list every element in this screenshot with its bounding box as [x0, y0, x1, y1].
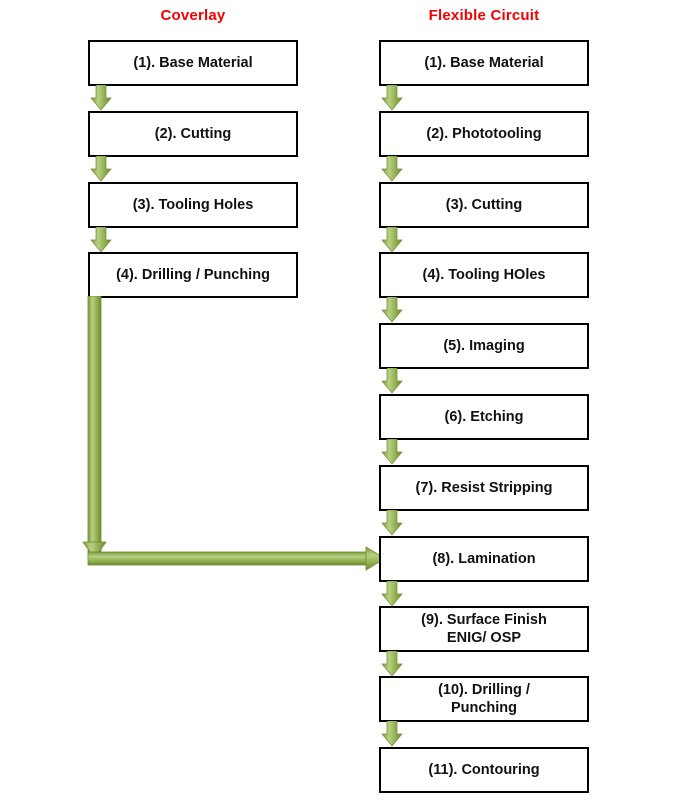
process-node-flex-2[interactable]: (2). Phototooling [379, 111, 589, 157]
arrow-flex-8-to-9 [381, 581, 403, 607]
node-label: (3). Tooling Holes [132, 196, 254, 213]
arrow-coverlay-3-to-4 [90, 227, 112, 253]
arrow-flex-7-to-8 [381, 510, 403, 536]
process-node-flex-4[interactable]: (4). Tooling HOles [379, 252, 589, 298]
node-label: (2). Cutting [154, 125, 232, 142]
node-label: (1). Base Material [133, 54, 253, 71]
process-node-flex-10[interactable]: (10). Drilling / Punching [379, 676, 589, 722]
process-node-coverlay-3[interactable]: (3). Tooling Holes [88, 182, 298, 228]
node-label: (8). Lamination [432, 550, 536, 567]
node-label-line-2: ENIG/ OSP [446, 630, 522, 646]
arrow-flex-6-to-7 [381, 439, 403, 465]
arrow-flex-2-to-3 [381, 156, 403, 182]
arrow-flex-10-to-11 [381, 721, 403, 747]
arrow-flex-1-to-2 [381, 85, 403, 111]
process-node-flex-6[interactable]: (6). Etching [379, 394, 589, 440]
column-header-coverlay: Coverlay [160, 7, 226, 24]
arrow-flex-3-to-4 [381, 227, 403, 253]
process-node-flex-5[interactable]: (5). Imaging [379, 323, 589, 369]
process-node-coverlay-2[interactable]: (2). Cutting [88, 111, 298, 157]
arrow-coverlay-2-to-3 [90, 156, 112, 182]
process-node-flex-1[interactable]: (1). Base Material [379, 40, 589, 86]
arrow-flex-4-to-5 [381, 297, 403, 323]
arrow-flex-9-to-10 [381, 651, 403, 677]
process-node-coverlay-4[interactable]: (4). Drilling / Punching [88, 252, 298, 298]
node-label: (2). Phototooling [426, 125, 542, 142]
process-node-flex-8[interactable]: (8). Lamination [379, 536, 589, 582]
node-label-line-1: (10). Drilling / [438, 681, 530, 698]
node-label: (3). Cutting [445, 196, 523, 213]
node-label: (5). Imaging [443, 337, 525, 354]
arrow-coverlay-1-to-2 [90, 85, 112, 111]
coverlay-to-lamination-connector [82, 296, 392, 571]
node-label: (4). Drilling / Punching [116, 266, 270, 283]
process-node-flex-3[interactable]: (3). Cutting [379, 182, 589, 228]
process-node-flex-7[interactable]: (7). Resist Stripping [379, 465, 589, 511]
process-node-coverlay-1[interactable]: (1). Base Material [88, 40, 298, 86]
node-label: (7). Resist Stripping [415, 479, 553, 496]
process-node-flex-9[interactable]: (9). Surface Finish ENIG/ OSP [379, 606, 589, 652]
process-node-flex-11[interactable]: (11). Contouring [379, 747, 589, 793]
node-label: (6). Etching [444, 408, 524, 425]
node-label: (4). Tooling HOles [422, 266, 546, 283]
node-label: (1). Base Material [424, 54, 544, 71]
column-header-flexible-circuit: Flexible Circuit [428, 7, 540, 24]
node-label-line-1: (9). Surface Finish [421, 611, 547, 628]
arrow-flex-5-to-6 [381, 368, 403, 394]
node-label: (11). Contouring [428, 761, 540, 778]
node-label-line-2: Punching [450, 700, 518, 716]
